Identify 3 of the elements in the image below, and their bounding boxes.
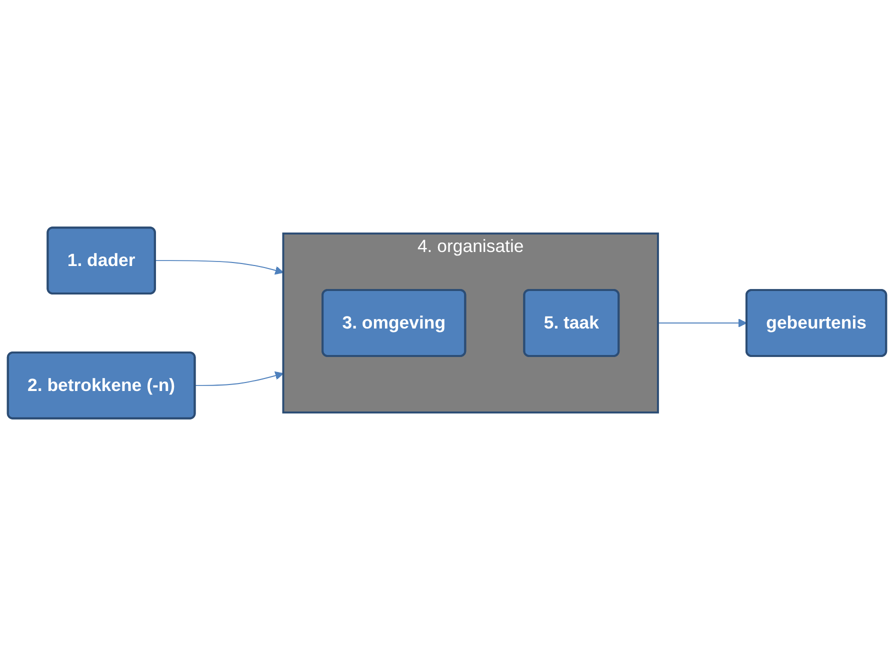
arrow	[154, 260, 284, 275]
arrow	[657, 318, 747, 328]
arrow	[194, 371, 284, 386]
